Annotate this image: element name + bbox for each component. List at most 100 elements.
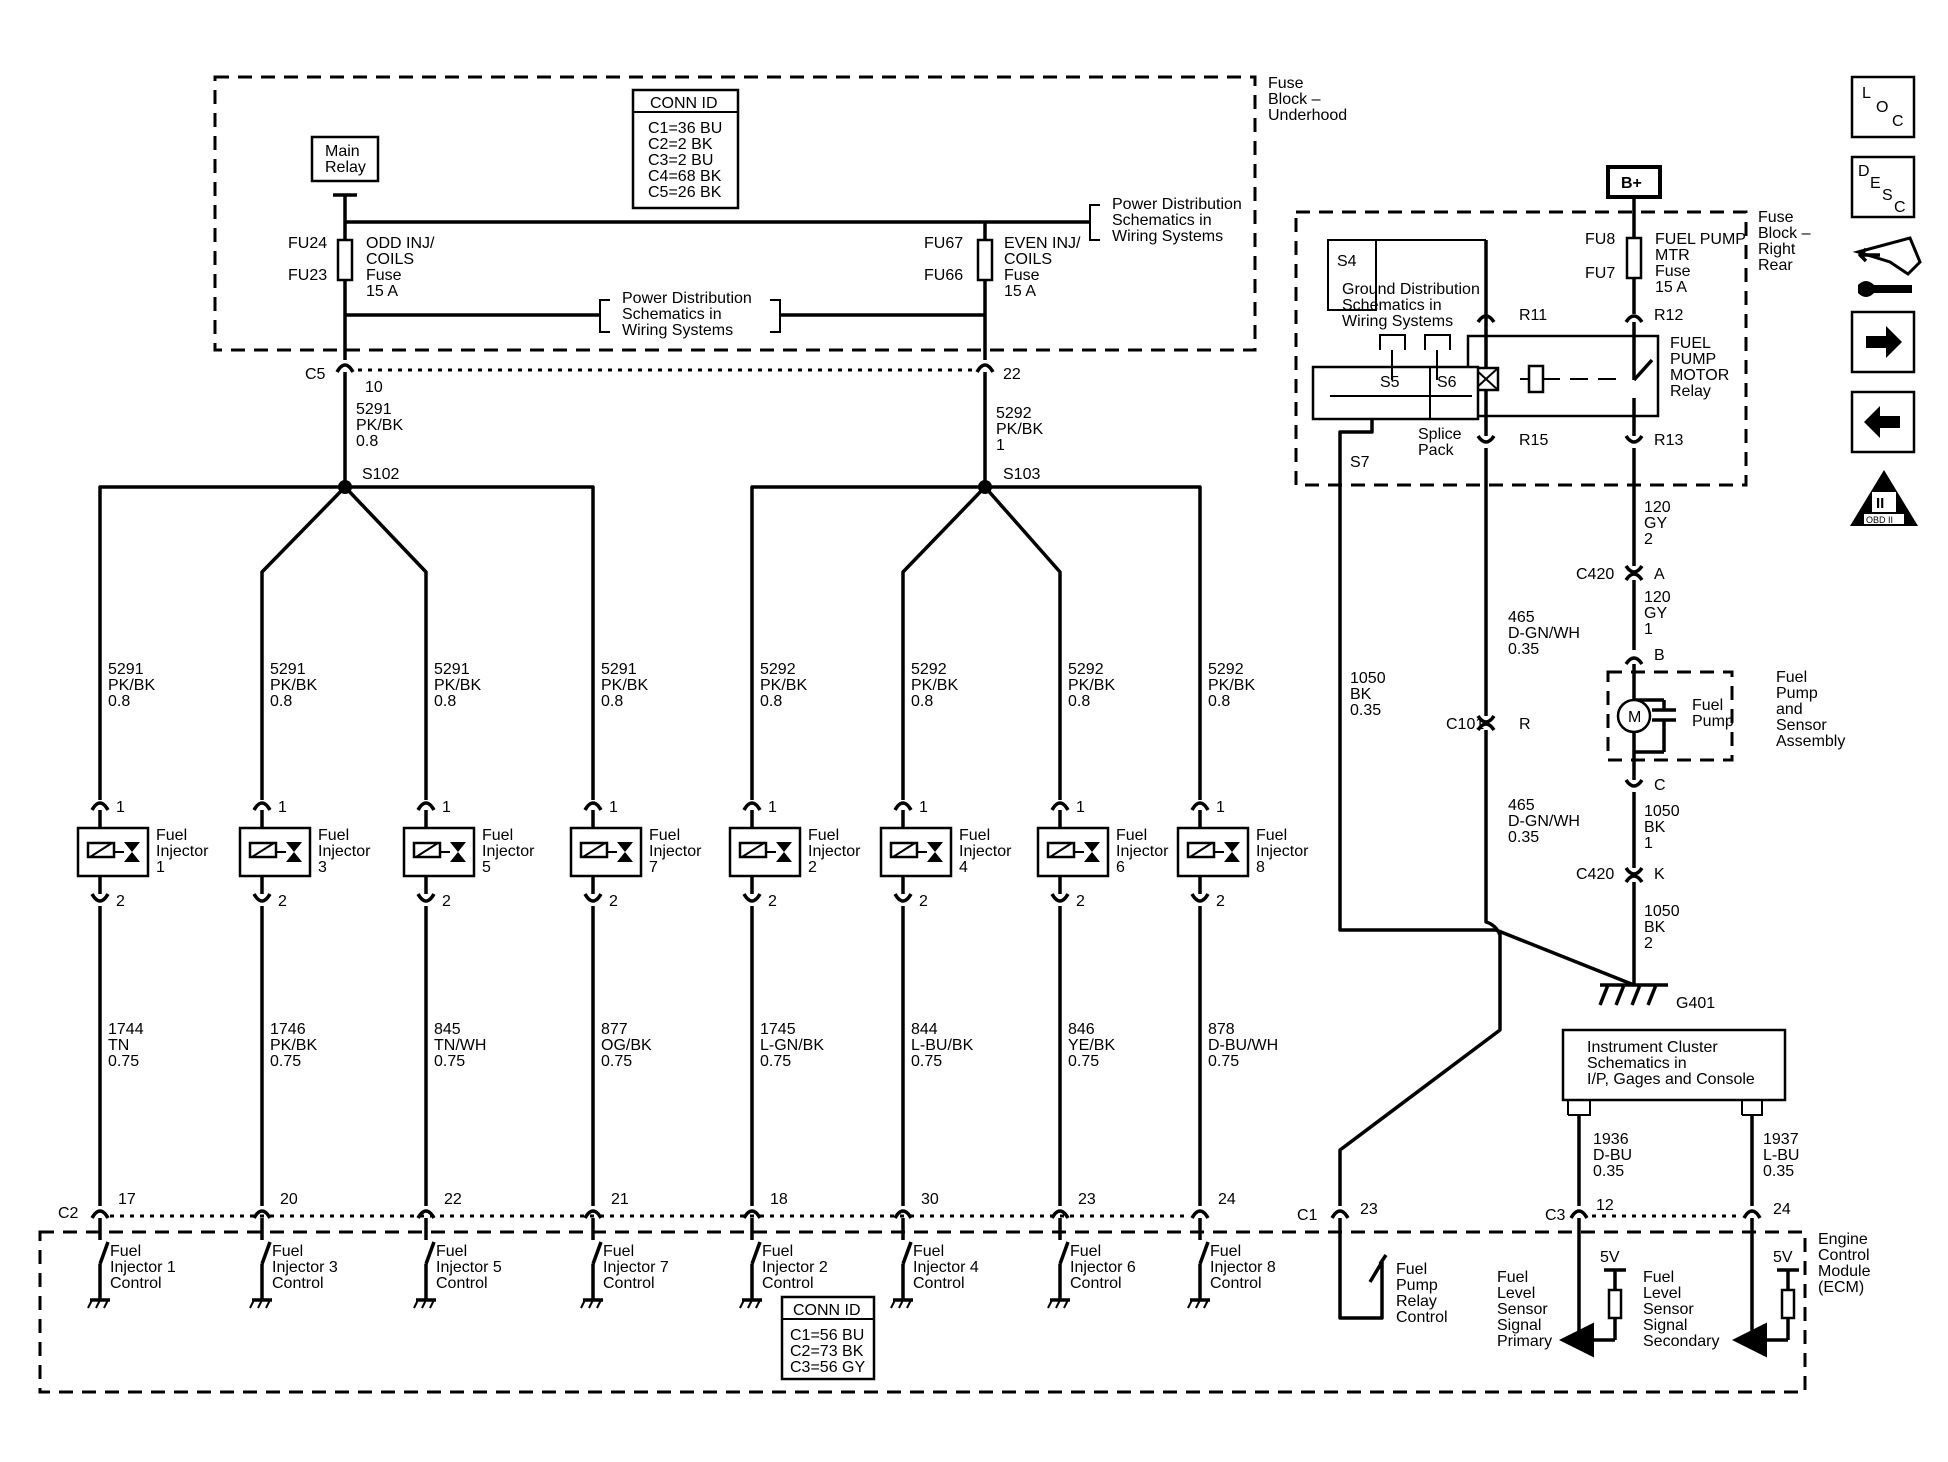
c1-pin: 23 [1360, 1201, 1378, 1218]
next-arrow-button[interactable] [1850, 310, 1916, 374]
feed-wire-label: PK/BK [1208, 677, 1255, 694]
svg-text:Level: Level [1643, 1285, 1681, 1302]
svg-text:PUMP: PUMP [1670, 351, 1716, 368]
pin-2-label: 2 [768, 893, 777, 910]
injector-label: 5 [482, 859, 491, 876]
r15-label: R15 [1519, 432, 1548, 449]
desc-button[interactable]: D E S C [1850, 155, 1916, 219]
svg-text:Schematics in: Schematics in [1587, 1055, 1687, 1072]
pin-1-label: 1 [1076, 799, 1085, 816]
svg-text:1050: 1050 [1644, 903, 1680, 920]
svg-text:C: C [1894, 199, 1906, 216]
control-wire-label: 0.75 [434, 1053, 465, 1070]
ecm-pin-label: 18 [770, 1191, 788, 1208]
pin-2-label: 2 [919, 893, 928, 910]
svg-text:Fuse: Fuse [1004, 267, 1040, 284]
svg-text:Sensor: Sensor [1776, 717, 1827, 734]
svg-text:465: 465 [1508, 797, 1535, 814]
svg-text:C1=36 BU: C1=36 BU [648, 120, 722, 137]
svg-text:Pump: Pump [1396, 1277, 1438, 1294]
injector-label: Fuel [482, 827, 513, 844]
svg-text:L: L [1862, 85, 1871, 102]
control-wire-label: 846 [1068, 1021, 1095, 1038]
feed-wire-label: 0.8 [270, 693, 292, 710]
svg-text:5V: 5V [1773, 1249, 1793, 1266]
svg-text:MOTOR: MOTOR [1670, 367, 1729, 384]
fuel-pump-motor: M Fuel Pump [1616, 664, 1734, 780]
ecm-control-label: Fuel [436, 1243, 467, 1260]
r13-label: R13 [1654, 432, 1683, 449]
injector-label: Fuel [1116, 827, 1147, 844]
injector-label: Injector [649, 843, 702, 860]
svg-text:465: 465 [1508, 609, 1535, 626]
fuel-injector-2: 5292PK/BK0.81FuelInjector221745L-GN/BK0.… [728, 661, 861, 1309]
r11-label: R11 [1519, 307, 1547, 324]
svg-text:0.8: 0.8 [356, 433, 378, 450]
svg-text:Ground Distribution: Ground Distribution [1342, 281, 1480, 298]
injector-label: Fuel [156, 827, 187, 844]
svg-text:CONN ID: CONN ID [793, 1302, 861, 1319]
svg-text:Fuse: Fuse [1758, 209, 1794, 226]
wire-1050-mid-label: 1050 BK 1 [1644, 803, 1680, 852]
control-wire-label: 1744 [108, 1021, 144, 1038]
svg-text:Sensor: Sensor [1643, 1301, 1694, 1318]
connector-wrench-icon[interactable] [1852, 236, 1922, 297]
svg-text:Power Distribution: Power Distribution [1112, 196, 1242, 213]
svg-text:GY: GY [1644, 605, 1667, 622]
injector-label: Injector [1116, 843, 1169, 860]
svg-text:D-GN/WH: D-GN/WH [1508, 625, 1580, 642]
svg-text:D-BU: D-BU [1593, 1147, 1632, 1164]
svg-text:PK/BK: PK/BK [996, 421, 1043, 438]
svg-text:ODD INJ/: ODD INJ/ [366, 235, 435, 252]
svg-text:15 A: 15 A [1655, 279, 1687, 296]
control-wire-label: 844 [911, 1021, 938, 1038]
svg-text:C2=73 BK: C2=73 BK [790, 1343, 864, 1360]
loc-button[interactable]: L O C [1850, 75, 1916, 139]
svg-text:C1=56 BU: C1=56 BU [790, 1327, 864, 1344]
control-wire-label: 0.75 [1208, 1053, 1239, 1070]
svg-text:FU66: FU66 [924, 267, 963, 284]
r12-label: R12 [1654, 307, 1683, 324]
svg-text:Signal: Signal [1643, 1317, 1687, 1334]
svg-text:Primary: Primary [1497, 1333, 1552, 1350]
svg-text:CONN ID: CONN ID [650, 95, 718, 112]
svg-text:Right: Right [1758, 241, 1796, 258]
injector-label: 2 [808, 859, 817, 876]
svg-text:C2=2 BK: C2=2 BK [648, 136, 713, 153]
obd-ii-icon[interactable]: II OBD II [1850, 470, 1918, 526]
svg-text:Control: Control [1396, 1309, 1448, 1326]
svg-text:Fuse: Fuse [1655, 263, 1691, 280]
feed-wire-label: PK/BK [1068, 677, 1115, 694]
even-fuse-labels: FU67 FU66 EVEN INJ/ COILS Fuse 15 A [924, 235, 1081, 300]
odd-fuse-labels: FU24 FU23 ODD INJ/ COILS Fuse 15 A [288, 235, 435, 300]
feed-wire-label: PK/BK [434, 677, 481, 694]
svg-text:Relay: Relay [1396, 1293, 1437, 1310]
pin-1-label: 1 [278, 799, 287, 816]
injector-label: Fuel [318, 827, 349, 844]
svg-text:C3=56 GY: C3=56 GY [790, 1359, 865, 1376]
splice-s102-label: S102 [362, 466, 399, 483]
svg-text:Sensor: Sensor [1497, 1301, 1548, 1318]
c420-k-label: C420 [1576, 866, 1614, 883]
prev-arrow-button[interactable] [1850, 390, 1916, 454]
svg-text:120: 120 [1644, 589, 1671, 606]
svg-text:S7: S7 [1350, 454, 1370, 471]
control-wire-label: 1746 [270, 1021, 306, 1038]
svg-text:Relay: Relay [1670, 383, 1711, 400]
injector-label: Fuel [1256, 827, 1287, 844]
c5-label: C5 [305, 366, 326, 383]
svg-text:Fuel: Fuel [1497, 1269, 1528, 1286]
power-dist-right-ref: Power Distribution Schematics in Wiring … [1089, 196, 1242, 245]
ecm-control-label: Control [272, 1275, 324, 1292]
ecm-pin-label: 23 [1078, 1191, 1096, 1208]
fuel-pump-relay-control: Fuel Pump Relay Control [1338, 1218, 1448, 1326]
svg-text:C3=2 BU: C3=2 BU [648, 152, 713, 169]
svg-text:S5: S5 [1380, 374, 1400, 391]
control-wire-label: 0.75 [1068, 1053, 1099, 1070]
c420-a-pin: A [1654, 566, 1665, 583]
even-inj-fuse [976, 238, 994, 282]
ecm-control-label: Injector 6 [1070, 1259, 1136, 1276]
svg-text:Fuel: Fuel [1396, 1261, 1427, 1278]
c3-pin-12: 12 [1596, 1197, 1614, 1214]
pin-b: B [1654, 647, 1665, 664]
